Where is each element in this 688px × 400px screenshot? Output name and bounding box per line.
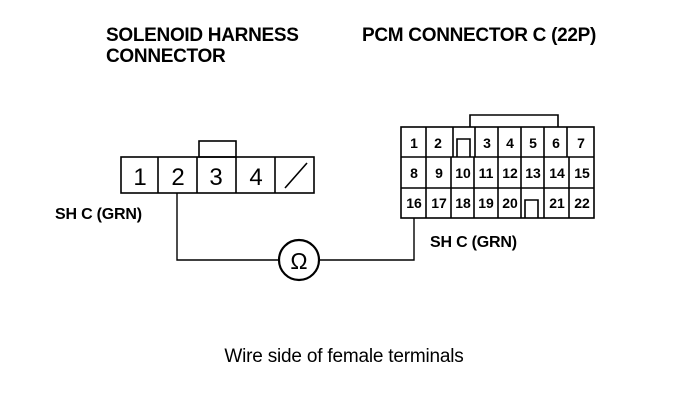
pin-2: 2 bbox=[171, 164, 184, 191]
pcm-wire-label: SH C (GRN) bbox=[430, 234, 517, 251]
pin-22: 22 bbox=[574, 195, 590, 211]
pin-12: 12 bbox=[502, 165, 518, 181]
pin-7: 7 bbox=[577, 135, 585, 151]
pin-1: 1 bbox=[410, 135, 418, 151]
pin-2: 2 bbox=[434, 135, 442, 151]
ohm-icon: Ω bbox=[290, 248, 307, 274]
pin-5: 5 bbox=[529, 135, 537, 151]
solenoid-connector-lock-tab bbox=[198, 140, 237, 158]
pin-11: 11 bbox=[479, 165, 494, 181]
pcm-wire bbox=[320, 218, 415, 261]
ohmmeter-symbol bbox=[277, 238, 321, 282]
unused-cavity-slash bbox=[284, 162, 308, 189]
pin-21: 21 bbox=[549, 195, 565, 211]
pin-4: 4 bbox=[506, 135, 514, 151]
diagram-caption: Wire side of female terminals bbox=[224, 346, 464, 367]
pin-20: 20 bbox=[502, 195, 518, 211]
pin-8: 8 bbox=[410, 165, 418, 181]
pin-6: 6 bbox=[552, 135, 560, 151]
pin-14: 14 bbox=[549, 165, 565, 181]
pin-3: 3 bbox=[209, 164, 222, 191]
pcm-connector-lock-tab bbox=[469, 114, 559, 127]
pin-13: 13 bbox=[525, 165, 541, 181]
pcm-key-notch-top bbox=[456, 138, 471, 157]
pin-4: 4 bbox=[249, 164, 262, 191]
solenoid-wire bbox=[176, 193, 279, 261]
pin-15: 15 bbox=[574, 165, 590, 181]
pin-1: 1 bbox=[133, 164, 146, 191]
pin-18: 18 bbox=[455, 195, 471, 211]
pin-17: 17 bbox=[431, 195, 447, 211]
solenoid-wire-label: SH C (GRN) bbox=[55, 206, 142, 223]
pcm-connector-title: PCM CONNECTOR C (22P) bbox=[362, 25, 597, 46]
pin-3: 3 bbox=[483, 135, 491, 151]
solenoid-connector-title: SOLENOID HARNESS CONNECTOR bbox=[106, 25, 299, 67]
pin-19: 19 bbox=[478, 195, 494, 211]
pin-9: 9 bbox=[435, 165, 443, 181]
pin-10: 10 bbox=[455, 165, 471, 181]
pcm-key-notch-bottom bbox=[524, 199, 539, 218]
pin-16: 16 bbox=[406, 195, 422, 211]
